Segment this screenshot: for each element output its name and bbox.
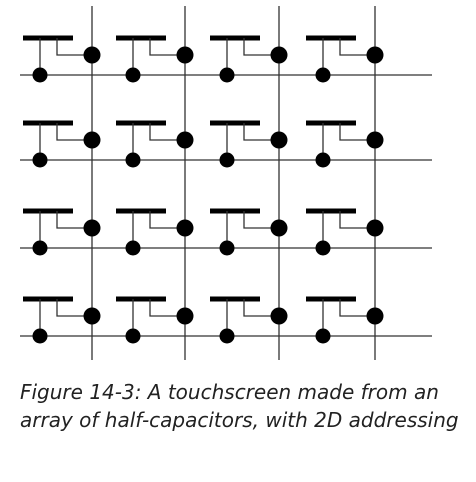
ground-node-3-1 (32, 240, 48, 256)
connector-3-2 (149, 211, 185, 229)
column-node-2-4 (366, 131, 384, 149)
connector-2-1 (56, 123, 92, 141)
capacitor-plate-1-3 (210, 35, 260, 41)
capacitor-plate-2-2 (116, 120, 166, 126)
ground-node-1-1 (32, 67, 48, 83)
column-node-4-2 (176, 307, 194, 325)
capacitor-plate-3-2 (116, 208, 166, 214)
capacitor-plate-2-4 (306, 120, 356, 126)
ground-node-2-2 (125, 152, 141, 168)
column-node-2-3 (270, 131, 288, 149)
capacitor-plate-1-2 (116, 35, 166, 41)
ground-node-3-2 (125, 240, 141, 256)
column-node-2-2 (176, 131, 194, 149)
capacitor-plate-4-1 (23, 296, 73, 302)
column-node-4-4 (366, 307, 384, 325)
capacitor-plate-3-3 (210, 208, 260, 214)
capacitor-plate-4-4 (306, 296, 356, 302)
connector-4-4 (339, 299, 375, 317)
connector-2-4 (339, 123, 375, 141)
ground-node-2-3 (219, 152, 235, 168)
capacitor-plate-4-2 (116, 296, 166, 302)
connector-3-3 (243, 211, 279, 229)
connector-1-2 (149, 38, 185, 56)
column-node-1-3 (270, 46, 288, 64)
column-node-1-2 (176, 46, 194, 64)
touchscreen-grid-diagram (20, 6, 432, 360)
column-node-4-1 (83, 307, 101, 325)
ground-node-4-2 (125, 328, 141, 344)
ground-node-4-3 (219, 328, 235, 344)
capacitor-plate-2-3 (210, 120, 260, 126)
connector-3-4 (339, 211, 375, 229)
capacitor-plate-2-1 (23, 120, 73, 126)
column-node-1-1 (83, 46, 101, 64)
connector-3-1 (56, 211, 92, 229)
ground-node-1-2 (125, 67, 141, 83)
column-node-3-1 (83, 219, 101, 237)
capacitor-plate-3-4 (306, 208, 356, 214)
capacitor-plate-3-1 (23, 208, 73, 214)
column-node-3-4 (366, 219, 384, 237)
ground-node-3-4 (315, 240, 331, 256)
connector-1-1 (56, 38, 92, 56)
capacitor-plate-1-4 (306, 35, 356, 41)
connector-1-3 (243, 38, 279, 56)
column-node-2-1 (83, 131, 101, 149)
ground-node-4-4 (315, 328, 331, 344)
ground-node-2-1 (32, 152, 48, 168)
capacitor-plate-4-3 (210, 296, 260, 302)
connector-4-2 (149, 299, 185, 317)
connector-2-3 (243, 123, 279, 141)
ground-node-4-1 (32, 328, 48, 344)
ground-node-2-4 (315, 152, 331, 168)
connector-2-2 (149, 123, 185, 141)
column-node-3-2 (176, 219, 194, 237)
ground-node-1-3 (219, 67, 235, 83)
figure-caption: Figure 14-3: A touchscreen made from an … (20, 380, 459, 432)
ground-node-1-4 (315, 67, 331, 83)
column-node-1-4 (366, 46, 384, 64)
ground-node-3-3 (219, 240, 235, 256)
capacitor-plate-1-1 (23, 35, 73, 41)
connector-1-4 (339, 38, 375, 56)
column-node-4-3 (270, 307, 288, 325)
connector-4-3 (243, 299, 279, 317)
column-node-3-3 (270, 219, 288, 237)
connector-4-1 (56, 299, 92, 317)
